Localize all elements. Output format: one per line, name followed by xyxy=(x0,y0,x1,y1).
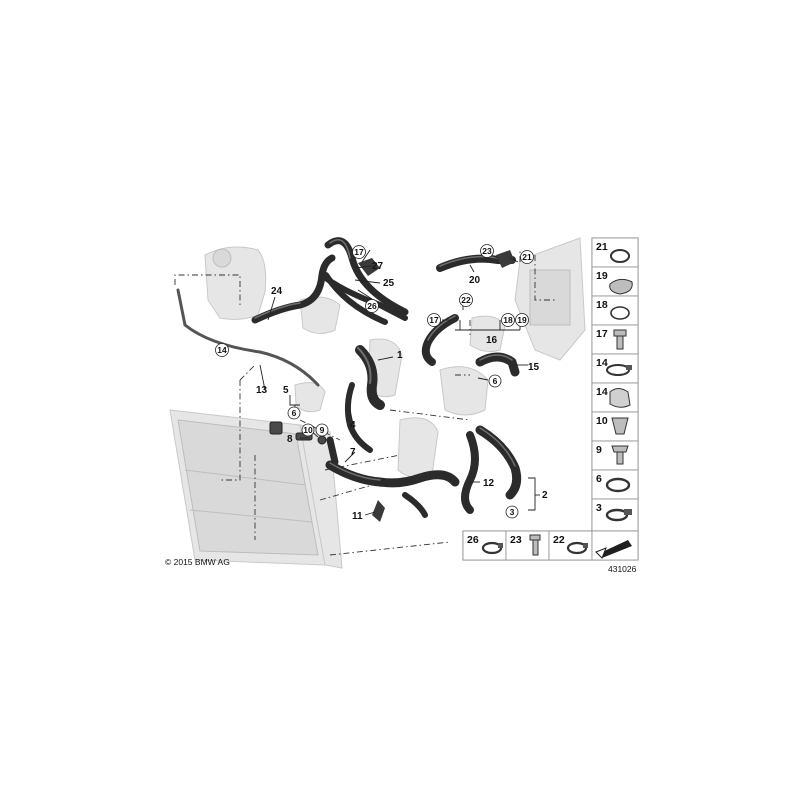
callout-25: 25 xyxy=(383,278,395,289)
part-6-5 xyxy=(269,421,283,435)
hose-4 xyxy=(344,382,373,453)
copyright-text: © 2015 BMW AG xyxy=(165,557,230,567)
expansion-tank-ghost xyxy=(204,246,267,320)
callout-4: 4 xyxy=(350,420,356,431)
legend-18: 18 xyxy=(596,299,608,311)
callout-5: 5 xyxy=(283,385,289,396)
legend-right-column: 21 19 18 17 14 14 10 9 6 xyxy=(591,237,639,532)
legend-9: 9 xyxy=(596,444,602,456)
callout-10: 10 xyxy=(303,425,313,435)
hose-25-26-assembly xyxy=(323,237,409,325)
legend-3: 3 xyxy=(596,502,602,514)
callout-12: 12 xyxy=(483,478,495,489)
callout-24: 24 xyxy=(271,286,283,297)
legend-19: 19 xyxy=(596,270,608,282)
callout-3: 3 xyxy=(510,507,515,517)
callout-20: 20 xyxy=(469,275,481,286)
callout-19: 19 xyxy=(517,315,527,325)
part-10-9 xyxy=(317,435,327,445)
callout-21: 21 xyxy=(522,252,532,262)
legend-14-b: 14 xyxy=(596,386,608,398)
thermostat-housing-ghost xyxy=(294,382,439,479)
hose-2-3 xyxy=(475,425,522,500)
hose-lower-return xyxy=(402,492,428,518)
legend-14: 14 xyxy=(596,357,608,369)
callout-14: 14 xyxy=(217,345,227,355)
callout-17: 17 xyxy=(429,315,439,325)
engine-block-ghost xyxy=(514,237,586,361)
bracket-22-23 xyxy=(496,250,515,268)
coolant-pipe-14 xyxy=(176,288,320,387)
legend-21: 21 xyxy=(596,241,608,253)
callout-8: 8 xyxy=(287,434,293,445)
dashed-leader-lines xyxy=(174,250,555,556)
direction-arrow-icon xyxy=(595,540,632,559)
legend-26: 26 xyxy=(467,534,479,546)
callout-11: 11 xyxy=(352,511,363,522)
radiator-ghost xyxy=(169,409,343,569)
callout-9: 9 xyxy=(320,425,325,435)
callout-labels: 1 2 3 4 5 6 6 7 8 9 10 11 12 13 14 15 16… xyxy=(215,244,548,522)
hose-20 xyxy=(436,254,516,272)
legend-10: 10 xyxy=(596,415,608,427)
hose-16-17 xyxy=(421,314,459,366)
callout-1: 1 xyxy=(397,350,403,361)
legend-bottom-row: 26 23 22 xyxy=(462,530,639,561)
callout-2: 2 xyxy=(542,490,548,501)
callout-17-b: 17 xyxy=(354,247,364,257)
legend-23: 23 xyxy=(510,534,522,546)
bracket-27 xyxy=(358,258,380,276)
callout-6: 6 xyxy=(292,408,297,418)
callout-16: 16 xyxy=(486,335,498,346)
callout-22: 22 xyxy=(461,295,471,305)
callout-26: 26 xyxy=(367,301,377,311)
callout-13: 13 xyxy=(256,385,268,396)
part-11 xyxy=(372,500,385,522)
callout-23: 23 xyxy=(482,246,492,256)
hose-1 xyxy=(355,345,385,410)
callout-7: 7 xyxy=(350,447,356,458)
callout-6-b: 6 xyxy=(493,376,498,386)
hose-15 xyxy=(475,352,520,377)
legend-17: 17 xyxy=(596,328,608,340)
callout-27: 27 xyxy=(372,261,384,272)
hose-12 xyxy=(461,431,479,514)
legend-6: 6 xyxy=(596,473,602,485)
diagram-number: 431026 xyxy=(608,564,637,574)
callout-18: 18 xyxy=(503,315,513,325)
legend-22: 22 xyxy=(553,534,565,546)
callout-15: 15 xyxy=(528,362,540,373)
hose-7 xyxy=(325,436,460,488)
